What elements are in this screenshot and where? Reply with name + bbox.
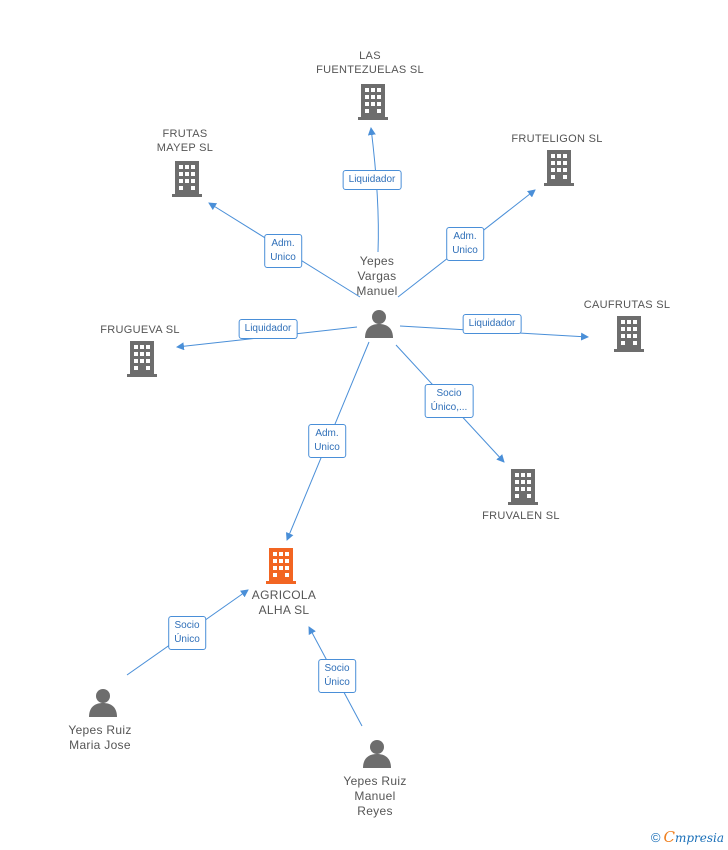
edge-label-line: Adm.: [271, 238, 295, 249]
node-label-line: LAS: [359, 50, 381, 62]
node-label-yepes-ruiz-maria-jose: Yepes Ruiz Maria Jose: [68, 723, 131, 753]
edge-label-line: Socio: [436, 388, 462, 399]
node-label-line: Yepes Ruiz: [343, 774, 407, 788]
node-label-line: MAYEP SL: [156, 142, 214, 154]
edge-label-liquidador[interactable]: Liquidador: [462, 314, 522, 334]
node-label-line: Maria Jose: [69, 738, 131, 752]
copyright-symbol: ©: [650, 830, 661, 845]
node-label-line: FRUTELIGON SL: [511, 133, 603, 145]
node-label-line: FRUVALEN SL: [482, 510, 560, 522]
node-label-line: Vargas: [357, 269, 397, 283]
node-label-line: FRUGUEVA SL: [100, 324, 180, 336]
edge-label-adm-unico[interactable]: Adm. Unico: [264, 234, 302, 268]
building-icon[interactable]: [358, 84, 388, 120]
edge-label-adm-unico[interactable]: Adm. Unico: [308, 424, 346, 458]
edge-label-line: Socio: [324, 663, 350, 674]
building-icon[interactable]: [172, 161, 202, 197]
edge-label-line: Socio: [174, 620, 200, 631]
node-label-line: Manuel: [356, 284, 398, 298]
node-label-line: FRUTAS: [162, 128, 208, 140]
building-icon[interactable]: [544, 150, 574, 186]
edge-label-line: Adm.: [315, 428, 339, 439]
edge-label-line: Unico: [270, 252, 296, 263]
edge-line-liquidador-fuentezuelas: [367, 127, 379, 253]
footer-brand[interactable]: ©Cmpresia: [651, 828, 724, 846]
node-label-line: FUENTEZUELAS SL: [316, 64, 424, 76]
node-label-line: ALHA SL: [258, 603, 310, 617]
edge-label-socio-unico[interactable]: Socio Único: [168, 616, 206, 650]
person-icon[interactable]: [364, 309, 394, 339]
brand-logo: Cmpresia: [663, 828, 724, 846]
edge-label-line: Unico: [452, 245, 478, 256]
node-label-fruteligon: FRUTELIGON SL: [511, 132, 602, 146]
edge-label-line: Unico: [314, 442, 340, 453]
person-icon[interactable]: [88, 688, 118, 718]
building-icon[interactable]: [266, 548, 296, 584]
person-icon[interactable]: [362, 739, 392, 769]
brand-name: mpresia: [674, 831, 724, 845]
node-label-yepes-vargas-manuel: Yepes Vargas Manuel: [356, 254, 397, 299]
building-icon[interactable]: [127, 341, 157, 377]
node-label-line: AGRICOLA: [251, 588, 317, 602]
node-label-frutas-mayep: FRUTAS MAYEP SL: [157, 127, 213, 155]
node-label-line: Yepes Ruiz: [68, 723, 132, 737]
edge-label-line: Liquidador: [348, 174, 396, 185]
node-label-line: CAUFRUTAS SL: [583, 299, 671, 311]
edge-label-socio-unico[interactable]: Socio Único: [318, 659, 356, 693]
node-label-agricola-alha: AGRICOLA ALHA SL: [252, 588, 316, 618]
edge-label-adm-unico[interactable]: Adm. Unico: [446, 227, 484, 261]
node-label-fruvalen: FRUVALEN SL: [482, 509, 560, 523]
node-label-las-fuentezuelas: LAS FUENTEZUELAS SL: [316, 49, 424, 77]
node-label-caufrutas: CAUFRUTAS SL: [584, 298, 671, 312]
node-label-line: Yepes: [359, 254, 395, 268]
edge-label-line: Único: [174, 634, 200, 645]
node-label-frugueva: FRUGUEVA SL: [100, 323, 180, 337]
node-label-yepes-ruiz-manuel-reyes: Yepes Ruiz Manuel Reyes: [343, 774, 406, 819]
edge-label-socio-unico[interactable]: Socio Único,...: [424, 384, 474, 418]
edge-label-liquidador[interactable]: Liquidador: [238, 319, 298, 339]
edge-label-liquidador[interactable]: Liquidador: [342, 170, 402, 190]
building-icon[interactable]: [508, 469, 538, 505]
edge-label-line: Adm.: [453, 231, 477, 242]
brand-initial: C: [663, 828, 675, 846]
building-icon[interactable]: [614, 316, 644, 352]
node-label-line: Reyes: [357, 804, 393, 818]
edge-label-line: Único: [324, 677, 350, 688]
edge-label-line: Liquidador: [468, 318, 516, 329]
edge-label-line: Único,...: [430, 402, 468, 413]
node-label-line: Manuel: [354, 789, 396, 803]
edge-label-line: Liquidador: [244, 323, 292, 334]
